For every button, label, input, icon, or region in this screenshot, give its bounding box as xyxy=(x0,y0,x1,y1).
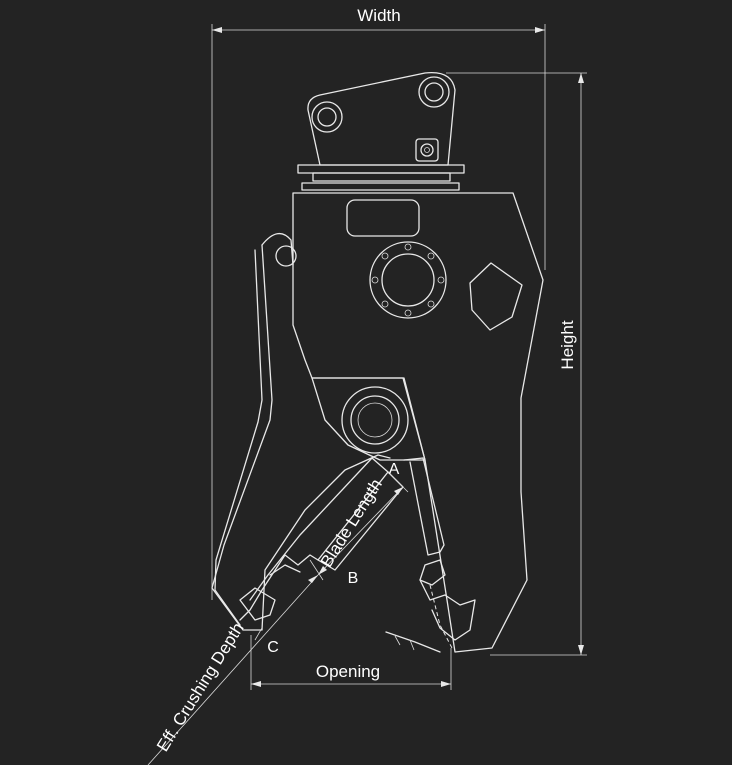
width-label: Width xyxy=(357,6,400,25)
mounting-bracket xyxy=(297,71,465,191)
height-label: Height xyxy=(558,320,577,369)
left-arm xyxy=(211,233,391,631)
blade-length-dimension: Blade Length xyxy=(309,471,409,581)
main-body xyxy=(292,192,544,653)
blade-length-label: Blade Length xyxy=(317,476,386,571)
opening-label: Opening xyxy=(316,662,380,681)
right-jaw-blade xyxy=(385,457,476,653)
width-dimension: Width xyxy=(211,6,546,600)
height-dimension: Height xyxy=(446,72,587,656)
point-a-label: A xyxy=(389,461,400,478)
point-b-label: B xyxy=(348,570,359,587)
point-c-label: C xyxy=(267,639,279,656)
crushing-depth-label: Eff. Crushing Depth xyxy=(153,619,248,755)
opening-dimension: Opening xyxy=(250,635,452,690)
crushing-depth-dimension: Eff. Crushing Depth xyxy=(147,574,319,765)
pivot xyxy=(311,377,426,461)
